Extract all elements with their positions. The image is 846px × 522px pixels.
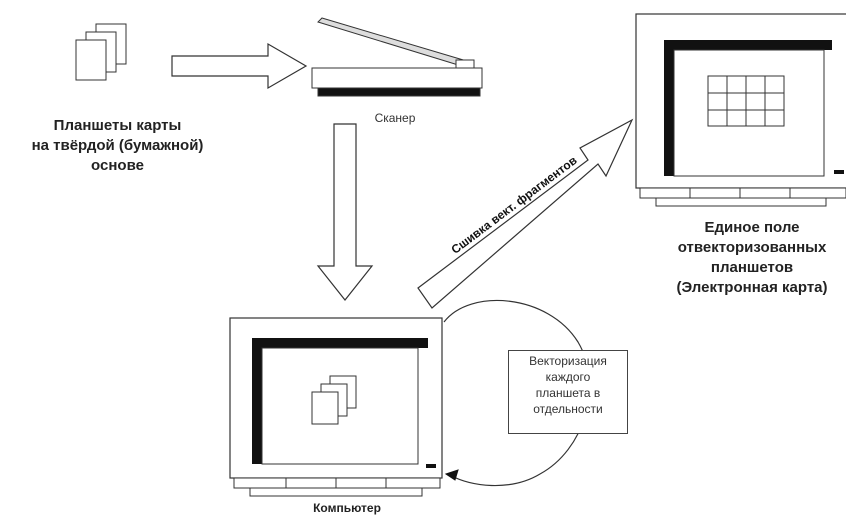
paper-stack-icon: [311, 375, 357, 425]
scanner-caption-text: Сканер: [374, 111, 416, 125]
loop-arrowhead: [444, 469, 459, 481]
electronic-map-caption: Единое поле отвекторизованных планшетов …: [658, 218, 846, 298]
arrow-computer-to-map: [417, 118, 634, 309]
vectorization-box-text: Векторизация каждого планшета в отдельно…: [529, 354, 607, 416]
vectorization-box: Векторизация каждого планшета в отдельно…: [508, 350, 628, 434]
paper-stack-icon: [75, 23, 127, 81]
papers-caption-text: Планшеты карты на твёрдой (бумажной) осн…: [31, 117, 204, 174]
arrow-scanner-to-computer: [316, 123, 374, 301]
electronic-map-caption-text: Единое поле отвекторизованных планшетов …: [676, 219, 828, 296]
computer-caption: Компьютер: [242, 498, 452, 518]
map-grid-icon: [707, 75, 785, 127]
scanner-icon: [311, 17, 483, 97]
computer-caption-text: Компьютер: [313, 501, 381, 515]
papers-caption: Планшеты карты на твёрдой (бумажной) осн…: [20, 116, 215, 176]
scanner-caption: Сканер: [350, 108, 440, 128]
arrow-papers-to-scanner: [171, 42, 308, 90]
